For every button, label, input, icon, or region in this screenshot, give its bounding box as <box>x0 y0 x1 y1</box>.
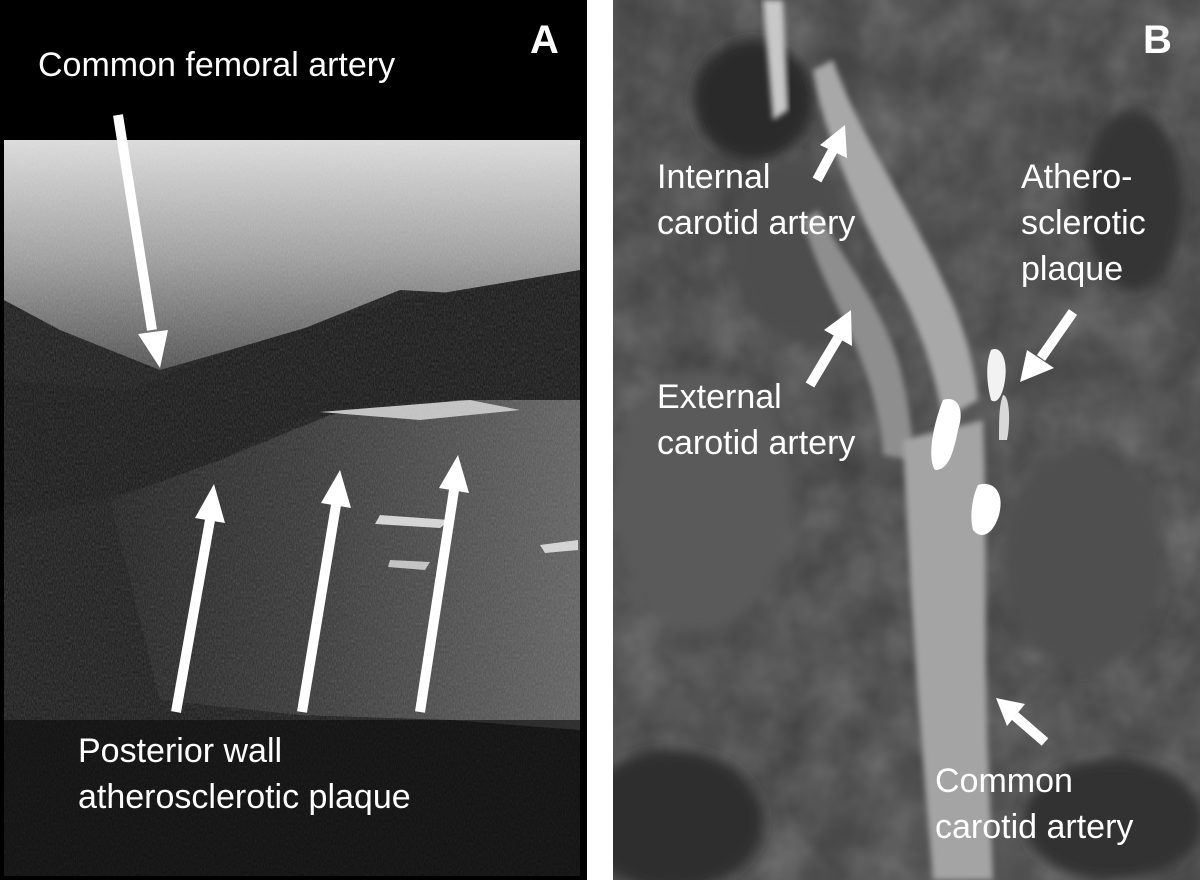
arrow-common-carotid <box>996 698 1049 746</box>
arrow-plaque <box>1020 309 1078 382</box>
arrow-plaque-3 <box>415 455 469 713</box>
label-plaque-line2: sclerotic <box>1021 204 1146 242</box>
arrow-internal-carotid <box>812 125 847 183</box>
panel-letter-b: B <box>1143 18 1172 62</box>
arrow-femoral <box>113 114 168 368</box>
ultrasound-panel: A Common femoral artery Posterior wall a… <box>0 0 587 880</box>
ct-angiography-panel: B Internal carotid artery External carot… <box>613 0 1200 880</box>
label-posterior-wall-line1: Posterior wall <box>78 732 283 770</box>
label-internal-carotid-line2: carotid artery <box>657 204 856 242</box>
label-plaque-line3: plaque <box>1021 250 1124 288</box>
label-common-femoral-artery: Common femoral artery <box>38 46 396 84</box>
arrow-plaque-1 <box>171 484 225 713</box>
label-internal-carotid-line1: Internal <box>657 158 771 196</box>
panel-letter-a: A <box>530 18 559 62</box>
label-common-carotid-line2: carotid artery <box>935 808 1134 846</box>
label-external-carotid-line2: carotid artery <box>657 424 856 462</box>
label-posterior-wall-line2: atherosclerotic plaque <box>78 778 411 816</box>
arrow-external-carotid <box>805 310 852 388</box>
label-common-carotid-line1: Common <box>935 762 1073 800</box>
label-external-carotid-line1: External <box>657 378 782 416</box>
ultrasound-image <box>0 0 587 880</box>
arrow-plaque-2 <box>297 470 351 713</box>
label-plaque-line1: Athero- <box>1021 158 1133 196</box>
ct-image <box>613 0 1200 880</box>
